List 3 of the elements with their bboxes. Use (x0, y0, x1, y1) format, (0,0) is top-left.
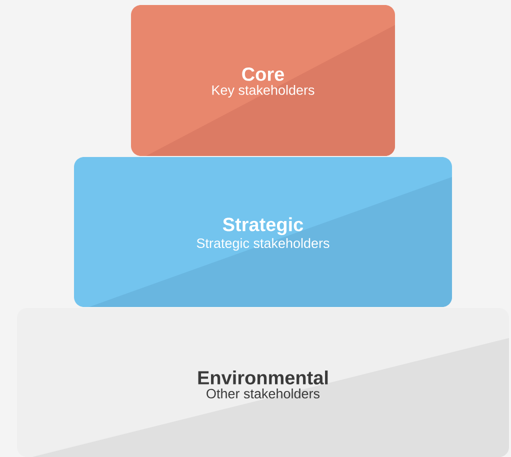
stakeholder-box: Core Key stakeholders (131, 5, 395, 156)
stakeholder-box: Environmental Other stakeholders (17, 308, 509, 457)
stakeholder-box: Strategic Strategic stakeholders (74, 157, 452, 307)
